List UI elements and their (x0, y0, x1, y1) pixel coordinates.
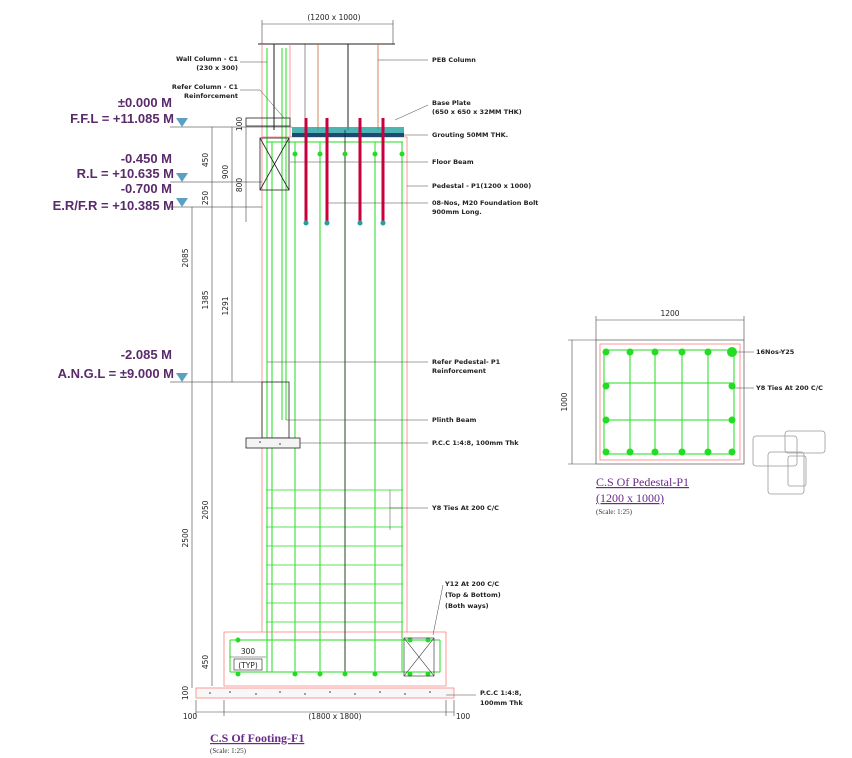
vertical-dimensions (191, 127, 247, 688)
footing-scale: (Scale: 1:25) (210, 747, 247, 755)
label-wall-column-size: (230 x 300) (196, 64, 238, 72)
level-4-name: A.N.G.L = ±9.000 M (58, 366, 174, 381)
level-2-name: R.L = +10.635 M (77, 166, 174, 181)
level-4-value: -2.085 M (121, 347, 172, 362)
label-pcc-bottom-2: 100mm Thk (480, 699, 523, 707)
right-leaders (267, 59, 476, 696)
label-wall-column: Wall Column - C1 (176, 55, 239, 63)
dim-450a: 450 (201, 153, 210, 168)
level-lines (170, 126, 292, 383)
base-plate (292, 127, 404, 135)
section-width: 1200 (660, 309, 679, 318)
typ-note: 300 (TYP) (230, 647, 266, 671)
label-refer-pedestal: Refer Pedestal- P1 (432, 358, 501, 366)
label-foundation-bolt-2: 900mm Long. (432, 208, 482, 216)
dim-100-right: 100 (456, 712, 471, 721)
label-base-plate: Base Plate (432, 99, 471, 107)
pcc-bottom (195, 687, 455, 699)
foundation-bolts (303, 118, 386, 226)
floor-beam-bars (235, 151, 431, 677)
dim-100b: 100 (181, 686, 190, 701)
plinth-beam (245, 381, 301, 449)
label-pedestal: Pedestal - P1(1200 x 1000) (432, 182, 531, 190)
dim-100a: 100 (235, 117, 244, 132)
dim-2500: 2500 (181, 528, 190, 547)
dim-250: 250 (201, 191, 210, 206)
section-bars-label: 16Nos-Y25 (756, 348, 795, 356)
label-base-plate-size: (650 x 650 x 32MM THK) (432, 108, 522, 116)
label-y12-3: (Both ways) (445, 602, 489, 610)
label-plinth-beam: Plinth Beam (432, 416, 477, 424)
label-floor-beam: Floor Beam (432, 158, 474, 166)
label-y12: Y12 At 200 C/C (444, 580, 499, 588)
dim-900: 900 (221, 165, 230, 180)
footing-title: C.S Of Footing-F1 (210, 731, 304, 745)
typ-dim: 300 (241, 647, 256, 656)
dim-100-left: 100 (183, 712, 198, 721)
top-dimension: (1200 x 1000) (261, 13, 394, 44)
corner-cross (403, 637, 435, 677)
label-pcc-top: P.C.C 1:4:8, 100mm Thk (432, 439, 519, 447)
label-refer-pedestal-2: Reinforcement (432, 367, 486, 375)
label-peb-column: PEB Column (432, 56, 476, 64)
level-3-value: -0.700 M (121, 181, 172, 196)
section-title-1: C.S Of Pedestal-P1 (596, 475, 689, 489)
section-scale: (Scale: 1:25) (596, 508, 633, 516)
section-ties-label: Y8 Ties At 200 C/C (755, 384, 823, 392)
label-refer-column: Refer Column - C1 (172, 83, 239, 91)
dim-1291: 1291 (221, 296, 230, 315)
label-refer-column-2: Reinforcement (184, 92, 238, 100)
level-markers (176, 118, 188, 382)
floor-beam-box (245, 117, 291, 191)
label-foundation-bolt: 08-Nos, M20 Foundation Bolt (432, 199, 538, 207)
label-ties: Y8 Ties At 200 C/C (431, 504, 499, 512)
dim-1385: 1385 (201, 290, 210, 309)
ties (266, 489, 403, 623)
grouting (292, 133, 404, 137)
footing-outline (223, 631, 447, 687)
dim-800: 800 (235, 178, 244, 193)
dim-2085: 2085 (181, 248, 190, 267)
label-y12-2: (Top & Bottom) (445, 591, 501, 599)
dim-450b: 450 (201, 655, 210, 670)
pedestal-cross-section: 1200 1000 16Nos-Y25 Y8 Ti (560, 309, 826, 516)
pedestal-outline (261, 136, 408, 633)
tie-detail (752, 430, 826, 495)
label-pcc-bottom: P.C.C 1:4:8, (480, 689, 522, 697)
bottom-dimension-text: (1800 x 1800) (308, 712, 361, 721)
pcc-texture (209, 441, 431, 695)
level-3-name: E.R/F.R = +10.385 M (53, 198, 174, 213)
section-title-2: (1200 x 1000) (596, 491, 664, 505)
bottom-dimension (195, 700, 455, 716)
dim-2050: 2050 (201, 500, 210, 519)
typ-label: (TYP) (238, 661, 258, 670)
level-1-name: F.F.L = +11.085 M (70, 111, 174, 126)
left-leaders (240, 61, 285, 119)
label-grouting: Grouting 50MM THK. (432, 131, 508, 139)
section-height: 1000 (560, 392, 569, 411)
level-2-value: -0.450 M (121, 151, 172, 166)
peb-column (258, 43, 395, 130)
level-1-value: ±0.000 M (118, 95, 172, 110)
pedestal-rebar (229, 48, 441, 673)
top-dimension-text: (1200 x 1000) (307, 13, 360, 22)
